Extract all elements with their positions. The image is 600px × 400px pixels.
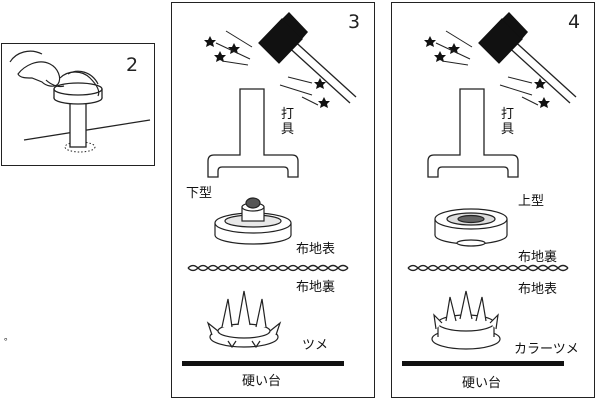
impact-stars xyxy=(424,36,550,108)
motion-lines xyxy=(435,30,539,106)
step-number: 2 xyxy=(126,54,139,76)
margin-mark: 。 xyxy=(4,333,14,343)
hammer-icon xyxy=(478,12,577,104)
prong-label: ツメ xyxy=(302,338,329,353)
collar-prong-ring xyxy=(431,290,501,350)
tool-label: 打具 xyxy=(500,107,514,137)
setting-tool xyxy=(207,88,299,178)
prong-ring xyxy=(206,290,282,349)
die-label: 上型 xyxy=(518,194,545,209)
hard-surface-bar xyxy=(182,361,344,366)
thumb xyxy=(17,61,61,87)
snap-stud xyxy=(214,197,292,245)
finger-press-illustration xyxy=(9,50,151,153)
step-2-panel: 2 xyxy=(1,43,155,166)
snap-socket xyxy=(434,208,508,247)
fabric-line xyxy=(23,119,151,141)
step-4-illustration xyxy=(402,12,577,366)
impact-stars xyxy=(204,36,330,108)
die-label: 下型 xyxy=(186,186,213,201)
base-label: 硬い台 xyxy=(242,374,282,389)
step-3-illustration xyxy=(182,12,357,366)
step-number: 4 xyxy=(568,11,581,33)
finger xyxy=(59,71,100,97)
hammer-icon xyxy=(258,12,357,104)
step-number: 3 xyxy=(348,11,361,33)
tool-label: 打具 xyxy=(280,107,294,137)
prong-label: カラーツメ xyxy=(514,342,579,357)
setting-tool xyxy=(427,88,519,178)
step-4-panel: 4 xyxy=(391,2,595,398)
fabric-top-label: 布地裏 xyxy=(518,250,558,265)
fabric-bottom-label: 布地表 xyxy=(518,282,558,297)
snap-post xyxy=(69,100,87,148)
snap-cap xyxy=(53,82,103,96)
base-label: 硬い台 xyxy=(462,376,502,391)
step-3-panel: 3 xyxy=(171,2,375,398)
hard-surface-bar xyxy=(402,361,564,366)
fabric-top-label: 布地表 xyxy=(296,242,336,257)
fabric-bottom-label: 布地裏 xyxy=(296,280,336,295)
motion-lines xyxy=(215,30,319,106)
